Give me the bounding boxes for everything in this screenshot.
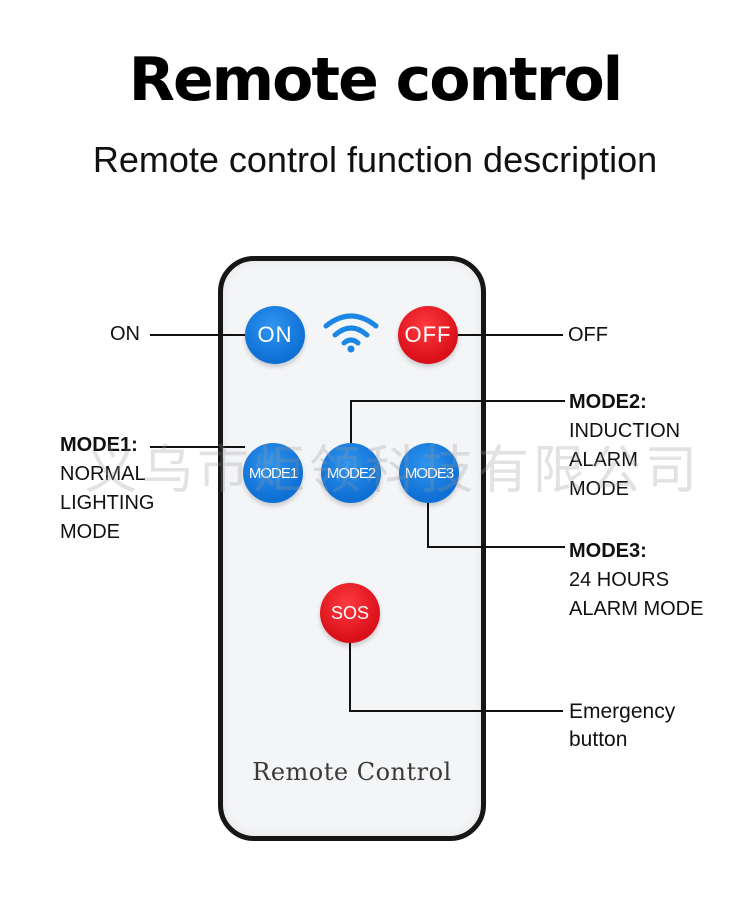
emergency-callout-line1: Emergency xyxy=(569,700,676,723)
mode1-button[interactable]: MODE1 xyxy=(243,443,303,503)
mode2-callout-line1: INDUCTION xyxy=(569,420,681,442)
mode3-callout-line2: ALARM MODE xyxy=(569,598,704,620)
mode1-callout-line2: LIGHTING xyxy=(60,492,155,514)
page-subtitle: Remote control function description xyxy=(92,139,658,180)
sos-button[interactable]: SOS xyxy=(320,583,380,643)
on-callout-label: ON xyxy=(110,323,140,345)
mode2-callout-line3: MODE xyxy=(569,478,629,500)
mode3-callout: MODE3: 24 HOURS ALARM MODE xyxy=(569,537,703,624)
wifi-signal-icon xyxy=(323,313,379,353)
mode1-callout-line1: NORMAL xyxy=(60,463,146,485)
mode1-callout-title: MODE1: xyxy=(60,434,138,456)
mode3-callout-line1: 24 HOURS xyxy=(569,569,670,591)
off-button[interactable]: OFF xyxy=(398,306,458,364)
on-button[interactable]: ON xyxy=(245,306,305,364)
mode2-callout-line2: ALARM xyxy=(569,449,638,471)
page-title: Remote control xyxy=(128,45,623,115)
mode2-button[interactable]: MODE2 xyxy=(321,443,381,503)
off-callout-label: OFF xyxy=(568,324,608,346)
mode2-callout-title: MODE2: xyxy=(569,391,647,413)
remote-brand-label: Remote Control xyxy=(252,758,452,786)
mode2-callout: MODE2: INDUCTION ALARM MODE xyxy=(569,388,680,504)
mode3-button[interactable]: MODE3 xyxy=(399,443,459,503)
emergency-callout-line2: button xyxy=(569,728,628,751)
emergency-callout: Emergency button xyxy=(569,698,675,754)
mode3-callout-title: MODE3: xyxy=(569,540,647,562)
mode1-callout-line3: MODE xyxy=(60,521,120,543)
mode1-callout: MODE1: NORMAL LIGHTING MODE xyxy=(60,431,154,547)
